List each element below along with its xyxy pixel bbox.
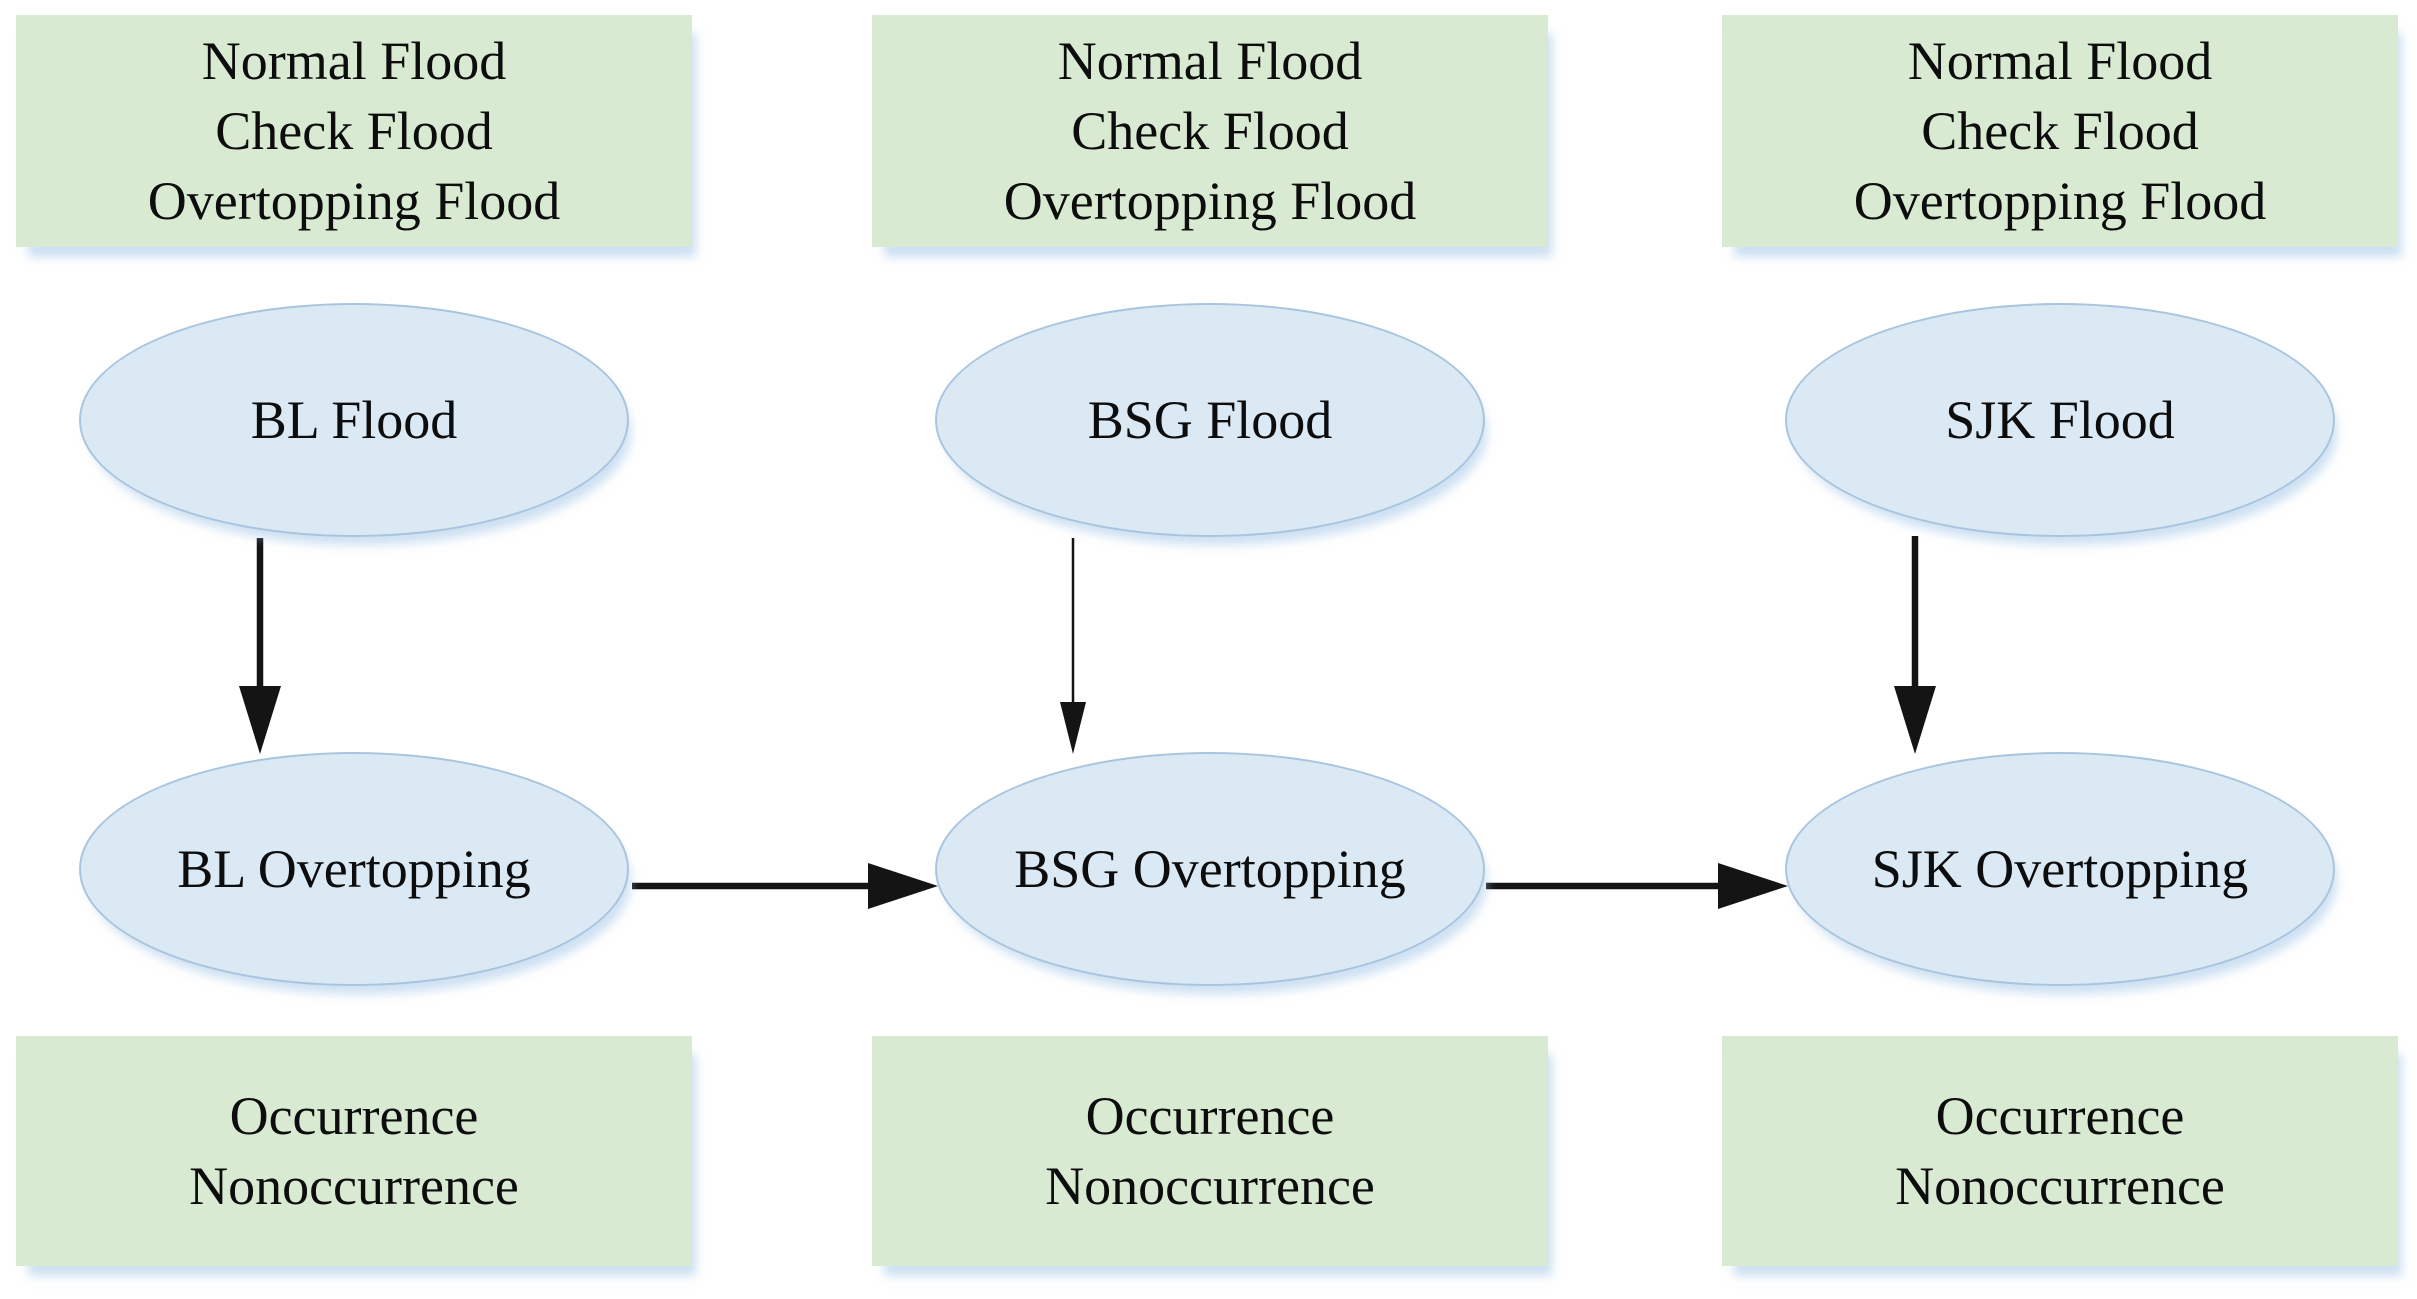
arrow-bl-overtopping-to-bsg-overtopping	[632, 863, 938, 909]
arrow-sjk-flood-to-sjk-overtopping	[1894, 536, 1936, 754]
state-line: Check Flood	[1071, 101, 1349, 161]
node-bl-flood: BL Flood	[79, 303, 629, 537]
column-sjk: Normal Flood Check Flood Overtopping Flo…	[1722, 0, 2398, 1299]
outcome-line: Occurrence	[229, 1086, 479, 1146]
node-label: BSG Overtopping	[1014, 839, 1406, 899]
column-bl: Normal Flood Check Flood Overtopping Flo…	[16, 0, 692, 1299]
node-bsg-flood: BSG Flood	[935, 303, 1485, 537]
state-line: Overtopping Flood	[1853, 171, 2267, 231]
outcome-line: Occurrence	[1935, 1086, 2185, 1146]
node-sjk-flood: SJK Flood	[1785, 303, 2335, 537]
node-bsg-overtopping: BSG Overtopping	[935, 752, 1485, 986]
node-label: SJK Overtopping	[1871, 839, 2249, 899]
node-sjk-overtopping: SJK Overtopping	[1785, 752, 2335, 986]
node-label: BSG Flood	[1087, 390, 1333, 450]
bsg-flood-states-box: Normal Flood Check Flood Overtopping Flo…	[872, 15, 1548, 247]
bl-overtopping-outcomes-box: Occurrence Nonoccurrence	[16, 1036, 692, 1266]
outcome-line: Nonoccurrence	[1895, 1156, 2225, 1216]
arrowhead-right-icon	[868, 863, 938, 909]
node-bl-overtopping: BL Overtopping	[79, 752, 629, 986]
state-line: Overtopping Flood	[1003, 171, 1417, 231]
node-label: BL Overtopping	[177, 839, 531, 899]
column-bsg: Normal Flood Check Flood Overtopping Flo…	[872, 0, 1548, 1299]
node-label: BL Flood	[250, 390, 458, 450]
state-line: Normal Flood	[1907, 31, 2213, 91]
state-line: Normal Flood	[201, 31, 507, 91]
arrowhead-down-icon	[1060, 702, 1086, 754]
state-line: Normal Flood	[1057, 31, 1363, 91]
arrowhead-down-icon	[239, 686, 281, 754]
bsg-overtopping-outcomes-box: Occurrence Nonoccurrence	[872, 1036, 1548, 1266]
arrowhead-down-icon	[1894, 686, 1936, 754]
outcome-line: Nonoccurrence	[189, 1156, 519, 1216]
arrowhead-right-icon	[1718, 863, 1788, 909]
sjk-overtopping-outcomes-box: Occurrence Nonoccurrence	[1722, 1036, 2398, 1266]
outcome-line: Occurrence	[1085, 1086, 1335, 1146]
arrow-bl-flood-to-bl-overtopping	[239, 538, 281, 754]
arrow-bsg-overtopping-to-sjk-overtopping	[1486, 863, 1788, 909]
state-line: Check Flood	[1921, 101, 2199, 161]
node-label: SJK Flood	[1945, 390, 2175, 450]
outcome-line: Nonoccurrence	[1045, 1156, 1375, 1216]
state-line: Overtopping Flood	[147, 171, 561, 231]
sjk-flood-states-box: Normal Flood Check Flood Overtopping Flo…	[1722, 15, 2398, 247]
state-line: Check Flood	[215, 101, 493, 161]
arrow-bsg-flood-to-bsg-overtopping	[1060, 538, 1086, 754]
bl-flood-states-box: Normal Flood Check Flood Overtopping Flo…	[16, 15, 692, 247]
